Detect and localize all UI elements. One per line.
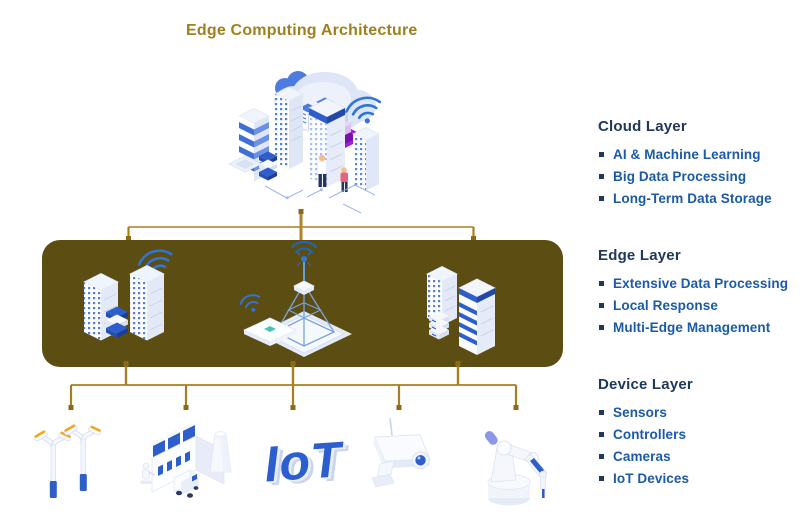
list-item: Sensors <box>598 402 811 424</box>
list-item-label: Local Response <box>613 298 718 313</box>
robot-arm <box>484 431 548 498</box>
bullet-square-icon <box>599 432 604 437</box>
cctv-camera-icon <box>371 417 431 488</box>
people-figures <box>317 154 348 192</box>
antenna-tower-icon <box>258 241 352 357</box>
bullet-square-icon <box>599 152 604 157</box>
camera-bracket <box>371 460 395 488</box>
edge-servers-left <box>83 249 173 341</box>
bullet-square-icon <box>599 174 604 179</box>
edge-device-connector <box>68 361 519 410</box>
bullet-square-icon <box>599 410 604 415</box>
wifi-icon <box>345 96 382 124</box>
iot-text-mid: IoT <box>265 433 350 495</box>
robot-arm-icon <box>484 431 548 506</box>
page-title: Edge Computing Architecture <box>186 22 418 39</box>
list-item: Cameras <box>598 446 811 468</box>
iot-text: IoT <box>262 431 347 493</box>
edge-layer-heading: Edge Layer <box>598 247 681 264</box>
cloud-layer-illustration <box>228 71 382 214</box>
bullet-square-icon <box>599 303 604 308</box>
bullet-square-icon <box>599 454 604 459</box>
list-item-label: Sensors <box>613 405 667 420</box>
signal-waves-icon <box>291 241 317 253</box>
bullet-square-icon <box>599 476 604 481</box>
router-icon <box>243 317 297 346</box>
circuit-lines <box>264 183 376 214</box>
list-item-label: Long-Term Data Storage <box>613 191 772 206</box>
legend-section-cloud: Cloud Layer AI & Machine Learning Big Da… <box>598 118 811 210</box>
truck-icon <box>173 469 199 498</box>
list-item-label: Multi-Edge Management <box>613 320 771 335</box>
server-tower <box>129 265 165 341</box>
chip-stack <box>429 311 449 340</box>
list-item-label: Cameras <box>613 449 671 464</box>
bullet-square-icon <box>599 325 604 330</box>
chip-stack <box>228 151 277 181</box>
legend-section-edge: Edge Layer Extensive Data Processing Loc… <box>598 247 811 339</box>
list-item-label: Big Data Processing <box>613 169 747 184</box>
device-layer-heading: Device Layer <box>598 376 693 393</box>
robot-figure <box>140 462 155 484</box>
edge-layer-list: Extensive Data Processing Local Response… <box>598 273 811 339</box>
legend-section-device: Device Layer Sensors Controllers Cameras… <box>598 376 811 490</box>
chimney <box>209 431 232 473</box>
list-item-label: Controllers <box>613 427 687 442</box>
list-item: Controllers <box>598 424 811 446</box>
device-layer-list: Sensors Controllers Cameras IoT Devices <box>598 402 811 490</box>
list-item: Big Data Processing <box>598 166 811 188</box>
list-item: Long-Term Data Storage <box>598 188 811 210</box>
server-tower <box>458 278 496 355</box>
list-item-label: Extensive Data Processing <box>613 276 789 291</box>
streetlight <box>34 430 72 498</box>
robot-base <box>487 474 531 506</box>
factory-icon <box>140 422 232 498</box>
router-wifi-icon <box>239 294 261 312</box>
cloud-layer-list: AI & Machine Learning Big Data Processin… <box>598 144 811 210</box>
list-item: Local Response <box>598 295 811 317</box>
list-item: AI & Machine Learning <box>598 144 811 166</box>
iot-text-shadow: IoT <box>268 435 353 497</box>
list-item: Multi-Edge Management <box>598 317 811 339</box>
streetlight <box>64 424 102 492</box>
bullet-square-icon <box>599 196 604 201</box>
list-item-label: IoT Devices <box>613 471 690 486</box>
edge-antenna-group <box>239 241 352 357</box>
list-item-label: AI & Machine Learning <box>613 147 761 162</box>
edge-servers-right <box>426 266 496 355</box>
cloud-layer-heading: Cloud Layer <box>598 118 687 135</box>
iot-3d-icon: IoT IoT IoT <box>262 431 352 496</box>
chip-stack <box>106 306 128 338</box>
list-item: Extensive Data Processing <box>598 273 811 295</box>
cloud-edge-connector <box>126 209 476 243</box>
bullet-square-icon <box>599 281 604 286</box>
list-item: IoT Devices <box>598 468 811 490</box>
streetlights-icon <box>34 424 102 498</box>
